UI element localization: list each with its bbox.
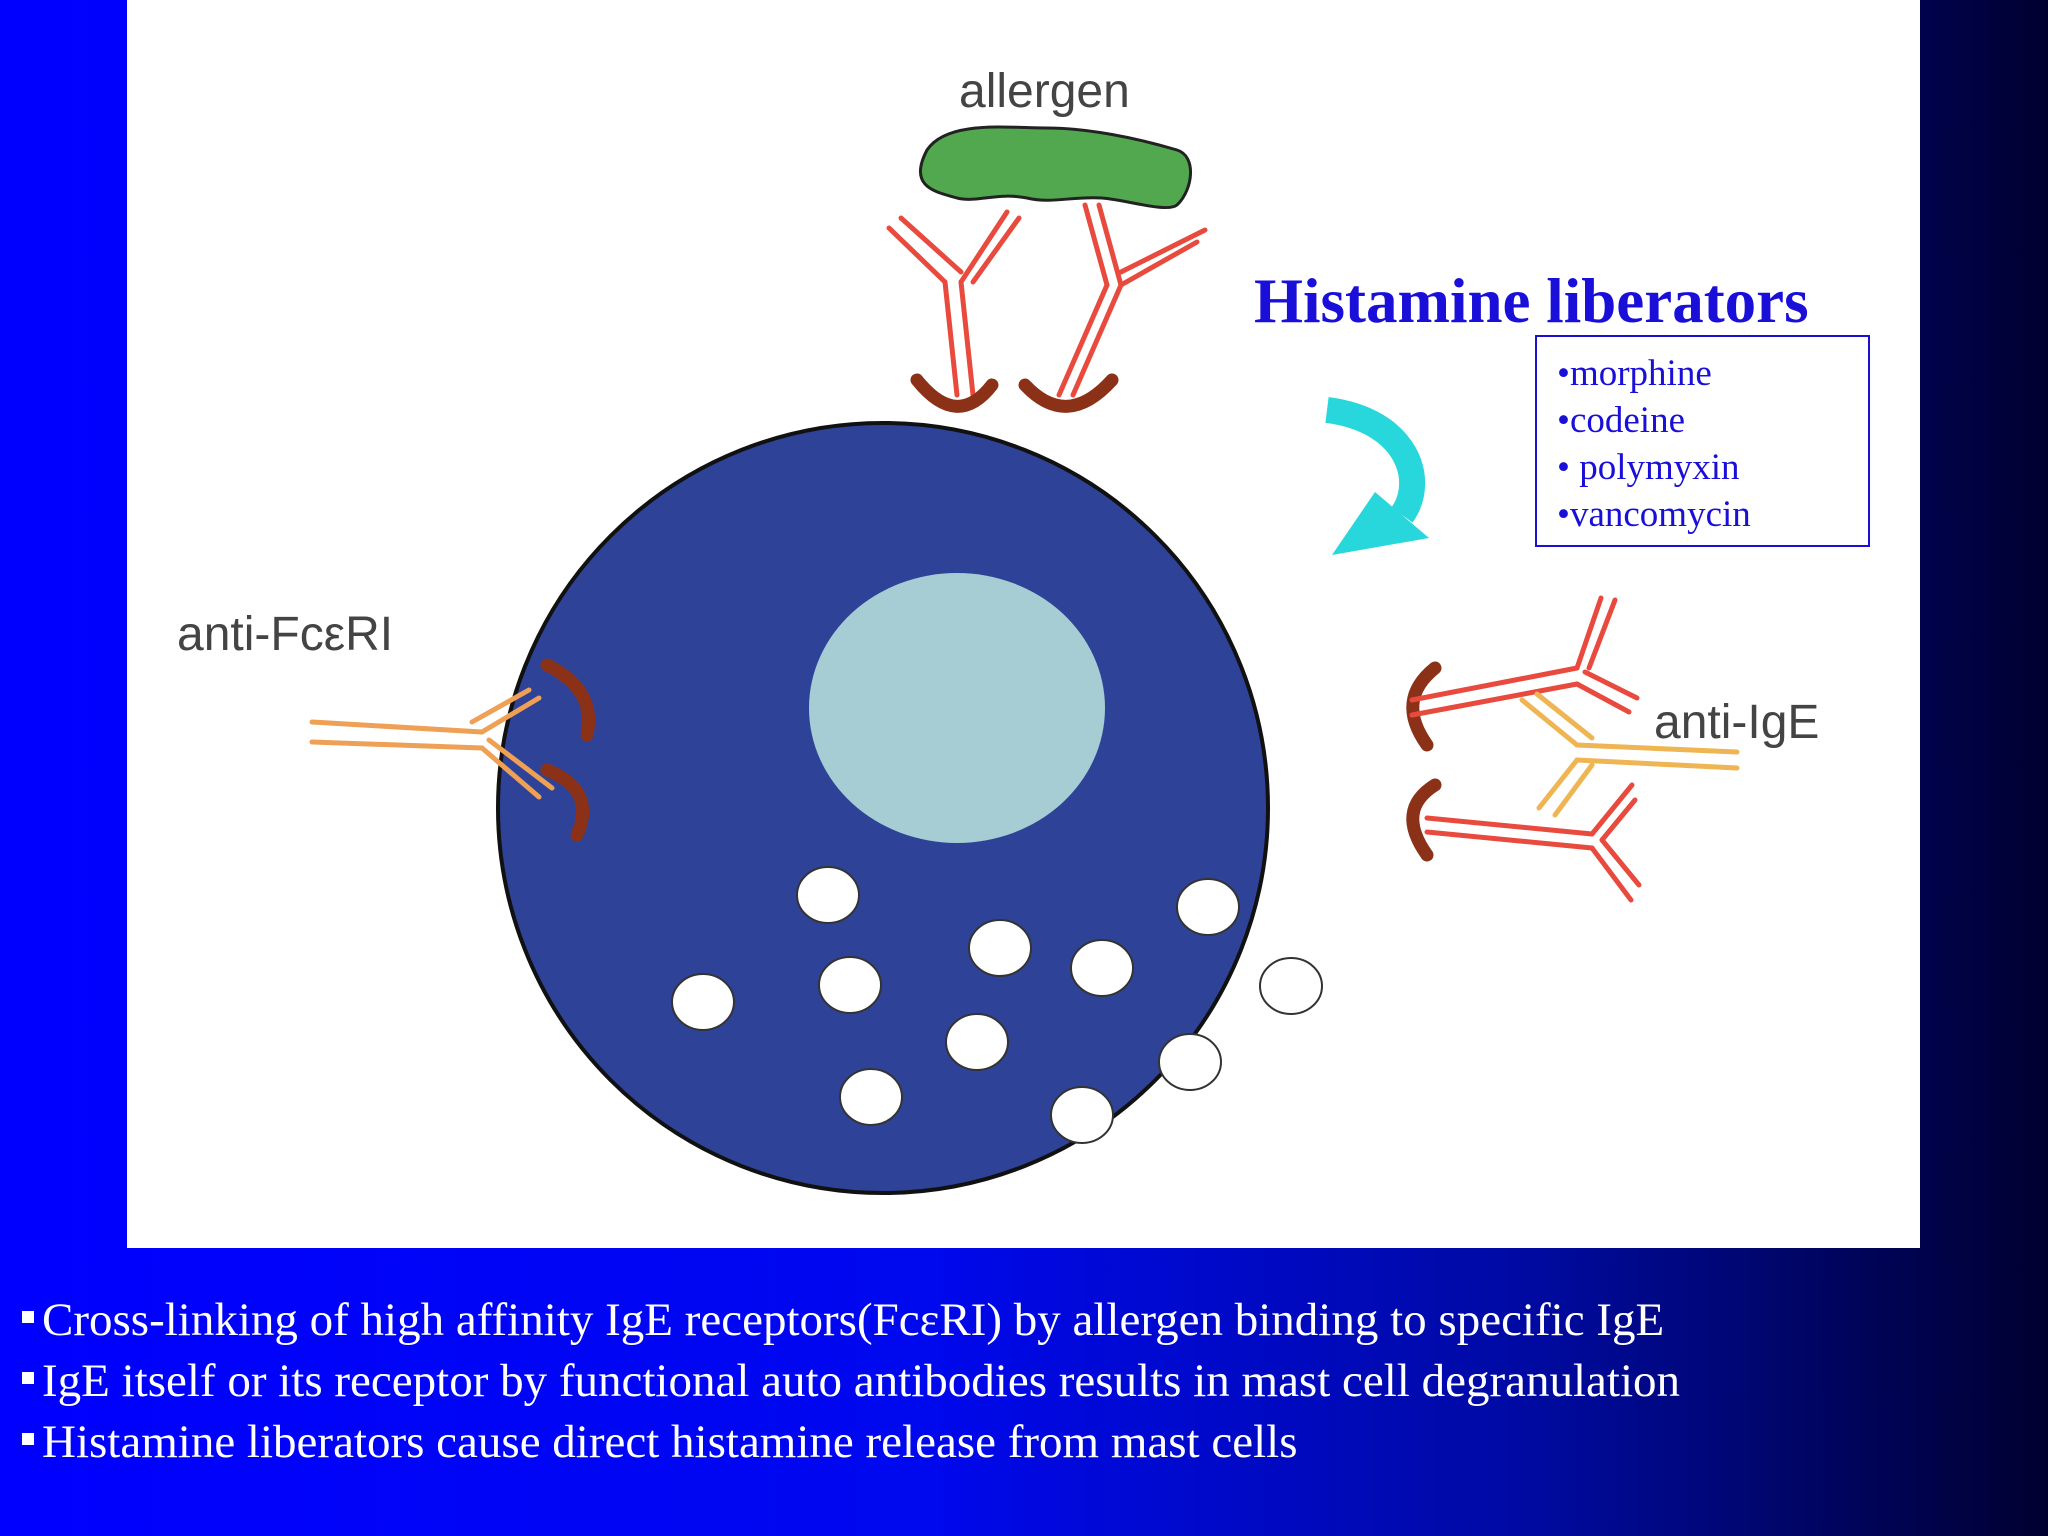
bullet-text: Histamine liberators cause direct histam… [42,1416,1298,1468]
liberator-arrow-icon [1324,397,1429,555]
allergen-label: allergen [959,65,1130,118]
ige-antibody-right-lower [1424,782,1642,903]
square-bullet-icon [22,1372,34,1384]
anti-ige-antibody [1519,691,1740,818]
granule [1259,957,1323,1015]
list-item: •codeine [1557,400,1686,441]
anti-ige-label: anti-IgE [1654,696,1819,749]
fceri-receptor-right-lower [1406,778,1442,862]
fceri-receptor-left-upper [540,658,596,742]
bullet-text: IgE itself or its receptor by functional… [42,1355,1681,1407]
granule [796,866,860,924]
anti-fceri-label: anti-FcεRI [177,608,393,661]
ige-antibody-top-left [886,209,1022,398]
anti-fceri-antibody [309,687,555,800]
square-bullet-icon [22,1433,34,1445]
fceri-receptor-right-upper [1406,661,1442,752]
allergen-shape [919,125,1192,210]
granule [968,919,1032,977]
list-item: •vancomycin [1557,494,1751,535]
fceri-receptor-left-lower [540,763,590,842]
ige-antibody-right-upper [1409,595,1640,718]
granule [1176,878,1240,936]
granule [839,1068,903,1126]
square-bullet-icon [22,1311,34,1323]
ige-antibody-top-right [1056,202,1208,398]
granule [818,956,882,1014]
granule [1050,1086,1114,1144]
granule [1070,939,1134,997]
fceri-receptor-top-right [1018,373,1119,413]
bullet-text: Cross-linking of high affinity IgE recep… [42,1294,1665,1346]
granule [945,1013,1009,1071]
granules [671,866,1323,1144]
mast-cell-diagram: allergen [177,65,1819,1195]
histamine-liberators-title: Histamine liberators [1254,266,1809,336]
granule [1158,1033,1222,1091]
histamine-liberators-list: •morphine •codeine • polymyxin •vancomyc… [1535,335,1870,547]
diagram-panel: allergen [127,0,1920,1248]
bullet-item: IgE itself or its receptor by functional… [22,1351,2022,1412]
granule [671,973,735,1031]
bullet-item: Histamine liberators cause direct histam… [22,1412,2022,1473]
bullet-item: Cross-linking of high affinity IgE recep… [22,1290,2022,1351]
list-item: •morphine [1557,353,1712,394]
list-item: • polymyxin [1557,447,1740,488]
fceri-receptor-top-left [910,373,999,413]
bullet-list: Cross-linking of high affinity IgE recep… [22,1290,2022,1473]
nucleus [809,573,1105,843]
